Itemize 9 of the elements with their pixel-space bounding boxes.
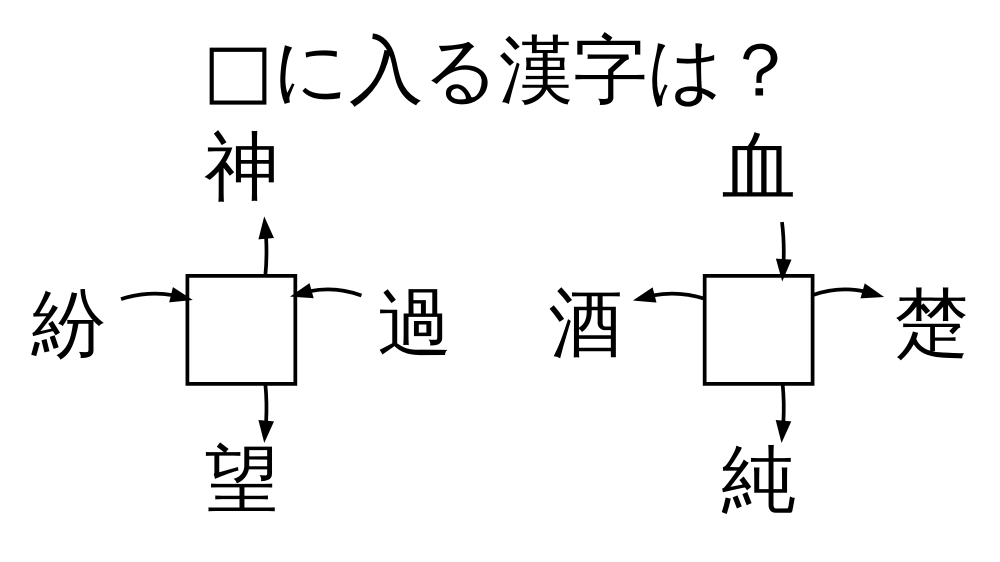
node-text: 紛 [31,278,106,366]
node-text: 神 [204,122,278,210]
node-text: 望 [204,435,278,522]
node-text: 酒 [548,278,623,366]
diagram-title: □に入る漢字は？ [202,26,798,113]
node-text: 血 [722,122,796,210]
node-text: 楚 [894,278,969,366]
node-text: 過 [377,278,452,366]
node-text: 純 [722,435,796,522]
